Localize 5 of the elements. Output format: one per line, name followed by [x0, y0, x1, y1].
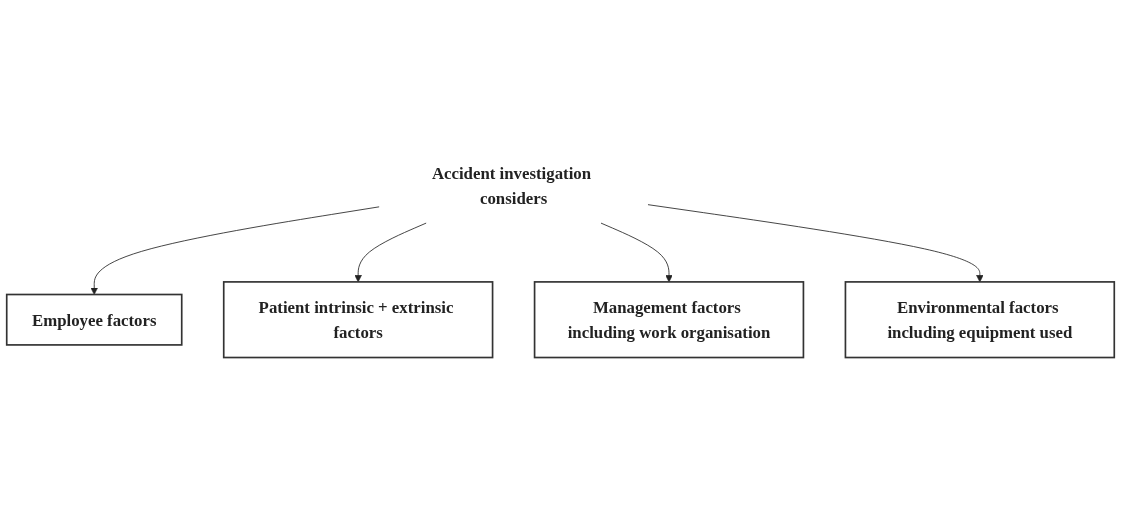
node-box: Employee factors	[5, 293, 183, 346]
node-box: Patient intrinsic + extrinsic factors	[222, 281, 494, 359]
node-box: Management factors including work organisation	[533, 281, 805, 359]
node-box: Environmental factors including equipment used	[844, 281, 1116, 359]
node-text: Accident investigation considers	[431, 163, 592, 208]
